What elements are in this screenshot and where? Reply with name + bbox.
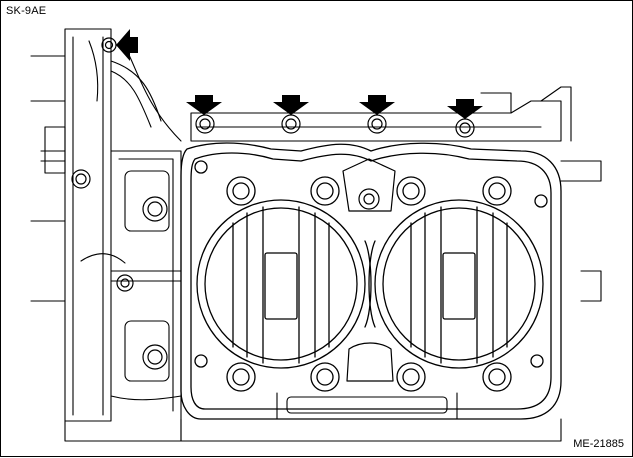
left-housing — [30, 28, 182, 442]
bolt-icon — [116, 274, 134, 292]
bolt-icon — [226, 176, 256, 206]
cylinder-bores — [196, 199, 544, 369]
arrow-icon — [447, 99, 483, 119]
arrow-icon — [116, 29, 138, 61]
cylinder-bore-left — [196, 199, 366, 369]
bolt-icon — [455, 118, 475, 138]
bolt-icon — [226, 362, 256, 392]
top-bolts — [195, 114, 475, 138]
bolt-icon — [71, 169, 91, 189]
arrow-icon — [359, 95, 395, 115]
figure-number-label: ME-21885 — [573, 438, 624, 450]
top-rail — [190, 86, 602, 302]
block-face — [180, 142, 562, 420]
bolt-icon — [142, 196, 168, 222]
sheet-code-label: SK-9AE — [6, 5, 47, 17]
arrow-icon — [273, 95, 309, 115]
arrow-icon — [186, 95, 222, 115]
bolt-icon — [195, 114, 215, 134]
bolt-icon — [310, 362, 340, 392]
left-bolts — [71, 37, 168, 370]
bolt-icon — [281, 114, 301, 134]
pointer-arrows — [116, 29, 483, 119]
bolt-icon — [482, 362, 512, 392]
bolt-icon — [367, 114, 387, 134]
bolt-icon — [101, 37, 117, 53]
bolt-icon — [142, 344, 168, 370]
bolt-icon — [310, 176, 340, 206]
bolt-icon — [482, 176, 512, 206]
center-boss — [342, 158, 396, 382]
head-bolts — [194, 160, 548, 392]
bolt-icon — [396, 176, 426, 206]
bolt-icon — [358, 188, 380, 210]
bottom-flange — [180, 392, 562, 442]
cylinder-bore-right — [374, 199, 544, 369]
bolt-icon — [396, 362, 426, 392]
